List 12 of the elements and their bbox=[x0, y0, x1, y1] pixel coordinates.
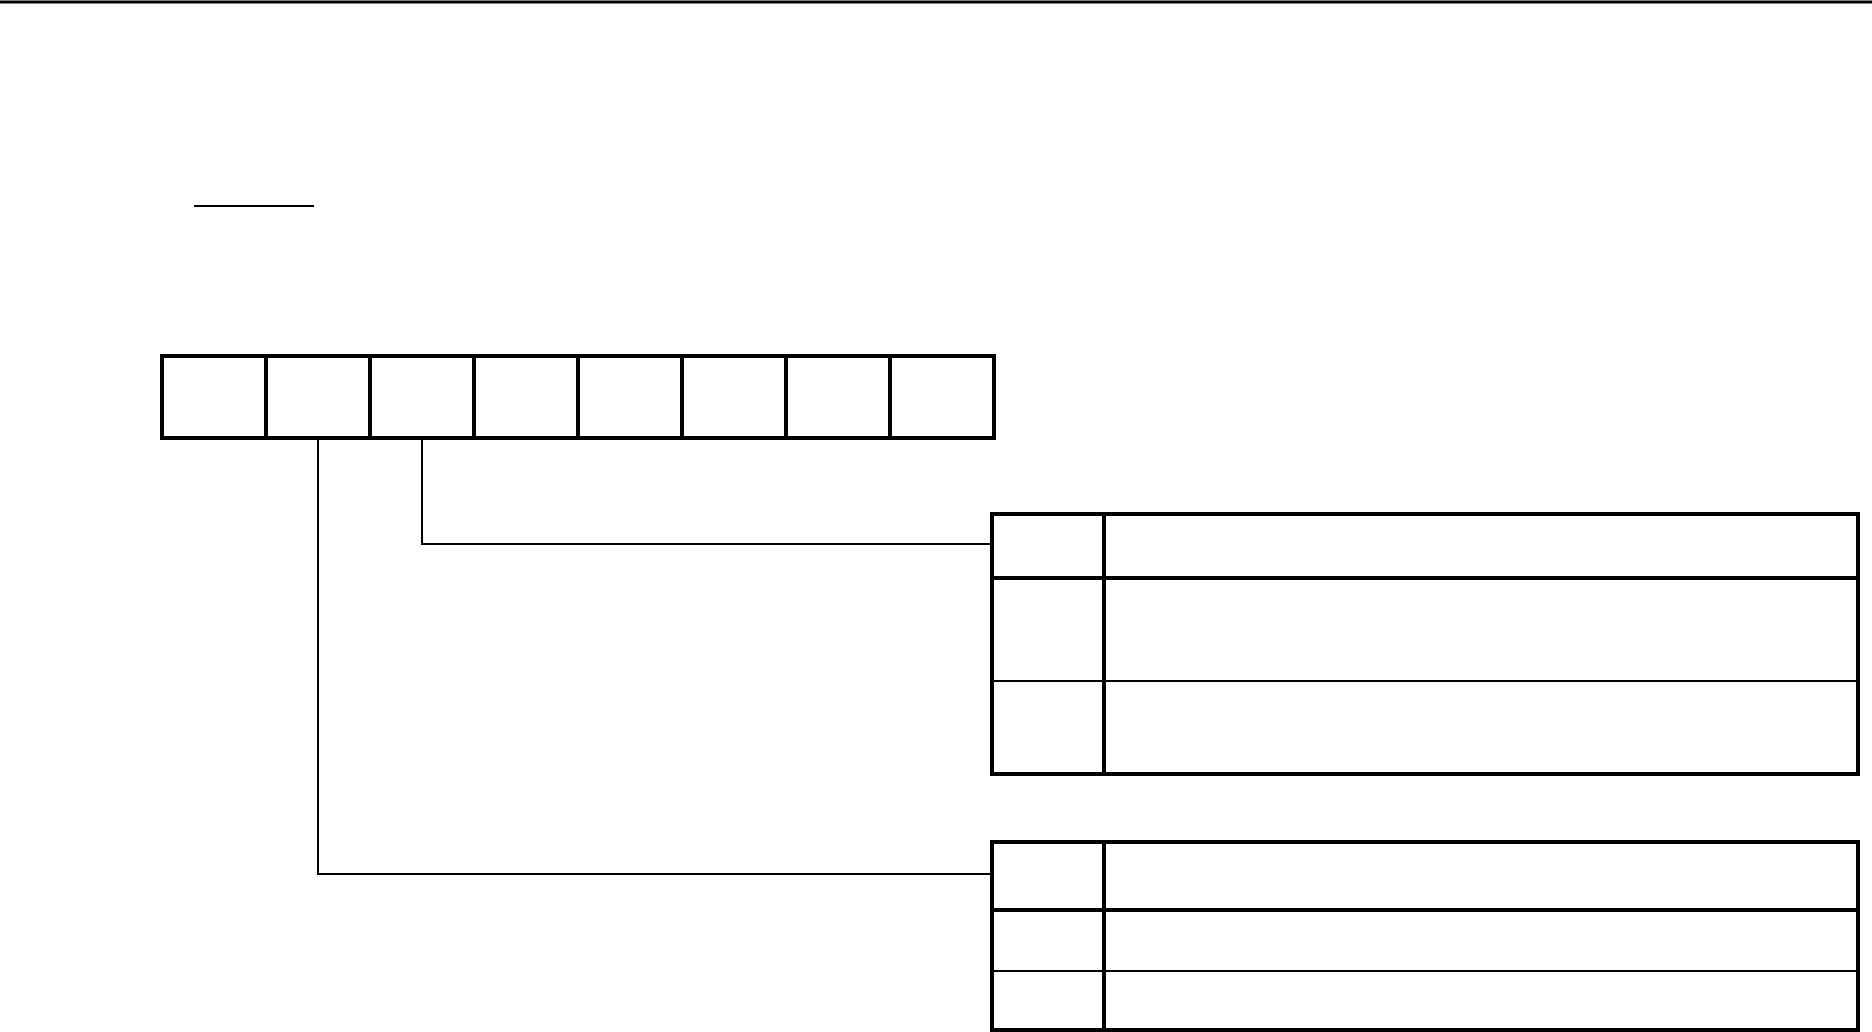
bit-cell bbox=[680, 354, 788, 440]
bit-cell bbox=[368, 354, 476, 440]
bit-cell bbox=[576, 354, 684, 440]
bit-cell bbox=[888, 354, 996, 440]
bit-cell bbox=[160, 354, 268, 440]
leader-line bbox=[317, 439, 991, 875]
bit-description-table bbox=[990, 840, 1860, 1032]
bit-cell bbox=[264, 354, 372, 440]
bit-cell bbox=[784, 354, 892, 440]
leader-line bbox=[421, 439, 991, 545]
bit-description-table bbox=[990, 512, 1860, 776]
bit-cell bbox=[472, 354, 580, 440]
